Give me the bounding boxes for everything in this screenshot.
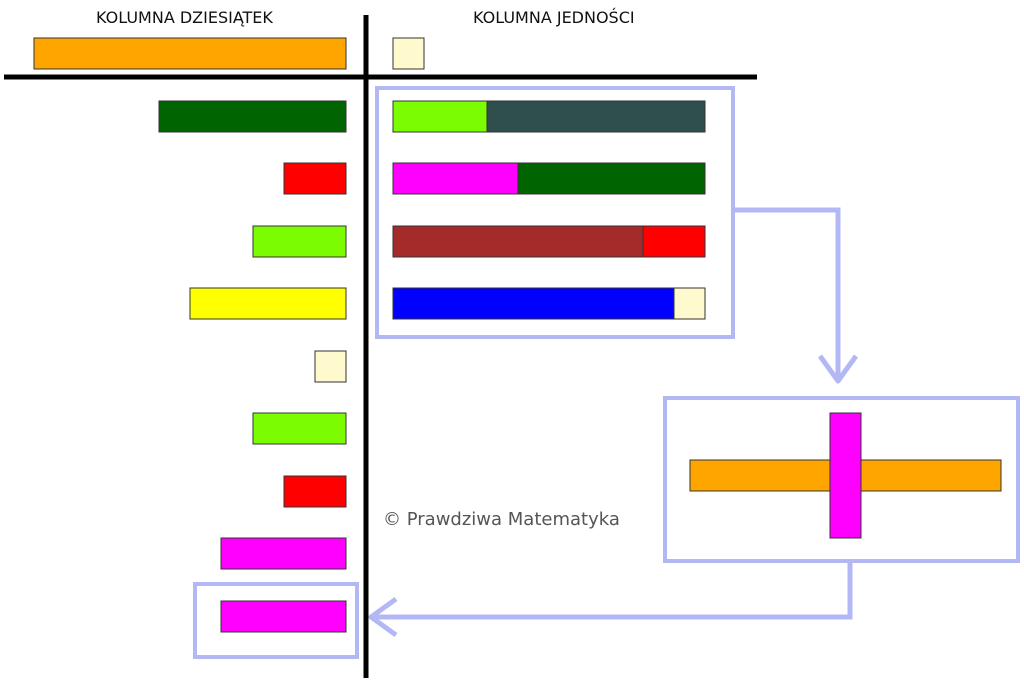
tens-rod-magenta xyxy=(220,537,347,570)
units-rod-brown xyxy=(392,225,644,258)
tens-rod-magenta-result xyxy=(220,600,347,633)
units-rod-magenta xyxy=(392,162,519,195)
tens-rod-red-2 xyxy=(283,475,347,508)
cross-rod-magenta xyxy=(829,412,862,539)
units-rod-cream xyxy=(392,37,425,70)
arrow-to-result-head xyxy=(368,596,398,638)
cross-highlight xyxy=(663,396,1020,563)
units-column-header: KOLUMNA JEDNOŚCI xyxy=(473,8,635,27)
tens-column-header: KOLUMNA DZIESIĄTEK xyxy=(96,8,273,27)
arrow-to-result xyxy=(372,563,853,620)
copyright-watermark: © Prawdziwa Matematyka xyxy=(383,509,620,530)
arrow-to-cross xyxy=(735,207,841,380)
units-rod-dark-slate xyxy=(486,100,706,133)
tens-rod-lime-2 xyxy=(252,412,347,445)
tens-rod-yellow xyxy=(189,287,347,320)
result-highlight xyxy=(193,582,359,659)
tens-rod-dark-green xyxy=(158,100,347,133)
tens-rod-lime xyxy=(252,225,347,258)
units-rod-dark-green xyxy=(517,162,706,195)
tens-rod-red xyxy=(283,162,347,195)
units-rod-lime xyxy=(392,100,488,133)
units-rod-red xyxy=(642,225,706,258)
units-group-highlight xyxy=(375,86,735,339)
arrow-to-cross-head xyxy=(817,354,859,384)
units-rod-blue xyxy=(392,287,675,320)
units-rod-cream-2 xyxy=(673,287,706,320)
tens-rod-orange xyxy=(33,37,347,70)
tens-rod-cream xyxy=(314,350,347,383)
